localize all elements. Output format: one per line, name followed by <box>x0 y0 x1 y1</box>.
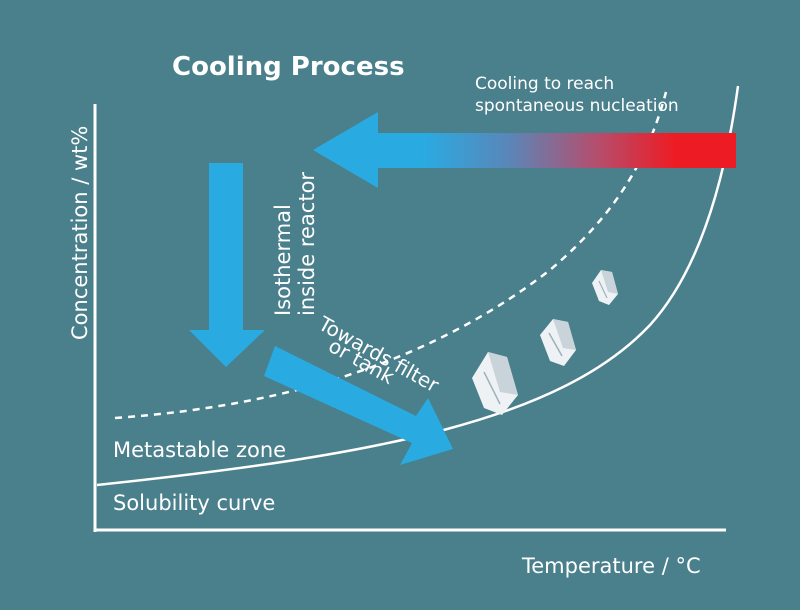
solubility-curve-label: Solubility curve <box>113 491 275 515</box>
x-axis-label: Temperature / °C <box>521 554 701 578</box>
metastable-zone-label: Metastable zone <box>113 438 286 462</box>
diagram-title: Cooling Process <box>172 52 405 82</box>
crystal-large <box>472 352 518 415</box>
nucleation-label-line2: spontaneous nucleation <box>475 96 679 116</box>
towards-filter-arrow <box>264 346 453 465</box>
isothermal-label-line2: inside reactor <box>295 172 319 316</box>
cooling-arrow <box>313 112 736 188</box>
solubility-curve <box>96 85 740 487</box>
y-axis-label: Concentration / wt% <box>68 126 92 340</box>
isothermal-label-line1: Isothermal <box>271 204 295 316</box>
nucleation-label-line1: Cooling to reach <box>475 74 614 94</box>
crystal-medium <box>540 319 576 366</box>
crystal-small <box>592 270 618 305</box>
isothermal-arrow <box>189 163 265 367</box>
